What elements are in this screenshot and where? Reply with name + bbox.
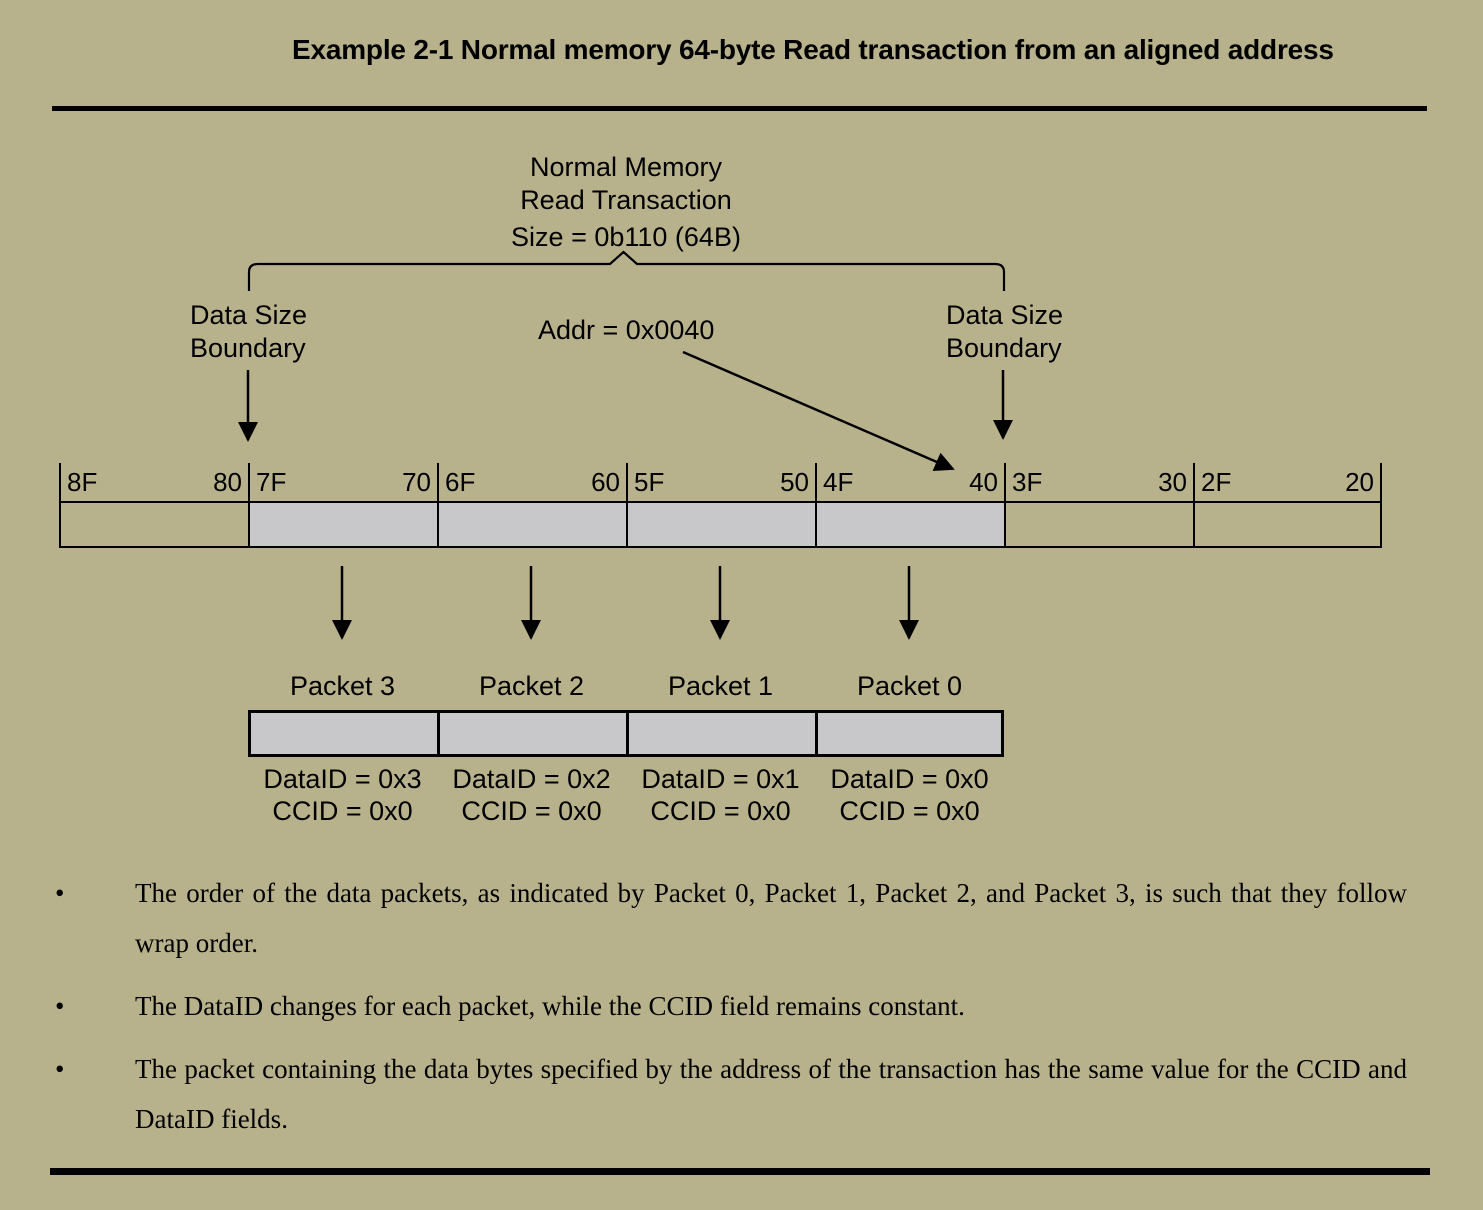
bullet-item: • The DataID changes for each packet, wh… xyxy=(55,981,1415,1031)
segment-left-label: 4F xyxy=(823,466,854,497)
packet-id-label: DataID = 0x2 CCID = 0x0 xyxy=(437,763,626,827)
bullet-item: • The packet containing the data bytes s… xyxy=(55,1044,1415,1144)
packet-label: Packet 1 xyxy=(667,671,774,701)
transaction-label-line2: Read Transaction xyxy=(520,185,732,215)
dsb-left-line2: Boundary xyxy=(190,333,306,363)
memory-cell xyxy=(59,503,248,546)
addr-arrow-icon xyxy=(682,350,955,472)
top-rule xyxy=(52,106,1427,111)
transaction-label: Normal Memory Read Transaction xyxy=(456,151,796,217)
segment-left-label: 5F xyxy=(634,466,665,497)
bullet-text: The DataID changes for each packet, whil… xyxy=(135,991,965,1021)
data-size-boundary-label-left: Data Size Boundary xyxy=(190,299,307,365)
bullet-dot: • xyxy=(55,991,65,1021)
packet-label: Packet 3 xyxy=(289,671,396,701)
segment-right-label: 60 xyxy=(591,466,620,497)
packet-id-label: DataID = 0x0 CCID = 0x0 xyxy=(815,763,1004,827)
segment-left-label: 8F xyxy=(67,466,98,497)
memory-bar-label-row: 8F 80 7F 70 6F 60 5F 50 4F 40 3F 30 xyxy=(59,463,1382,501)
packet-cell xyxy=(626,713,815,754)
size-label: Size = 0b110 (64B) xyxy=(511,222,741,252)
memory-bar-segment: 2F 20 xyxy=(1193,463,1382,501)
segment-right-label: 40 xyxy=(969,466,998,497)
packet-label: Packet 0 xyxy=(856,671,963,701)
dsb-left-line1: Data Size xyxy=(190,300,308,330)
packet-dataid-label: DataID = 0x0 xyxy=(830,764,989,794)
packet-dataid-label: DataID = 0x2 xyxy=(452,764,611,794)
memory-cell xyxy=(626,503,815,546)
memory-bar-segment: 6F 60 xyxy=(437,463,626,501)
segment-left-label: 7F xyxy=(256,466,287,497)
bullet-item: • The order of the data packets, as indi… xyxy=(55,868,1415,968)
bullet-dot: • xyxy=(55,1054,65,1084)
packet-cell xyxy=(248,713,437,754)
packet-dataid-label: DataID = 0x1 xyxy=(641,764,800,794)
memory-bar-segment: 5F 50 xyxy=(626,463,815,501)
memory-bar: 8F 80 7F 70 6F 60 5F 50 4F 40 3F 30 xyxy=(59,463,1382,548)
packet-box-row xyxy=(248,710,1004,757)
packet-label: Packet 2 xyxy=(478,671,585,701)
packet-cell xyxy=(437,713,626,754)
addr-label: Addr = 0x0040 xyxy=(538,315,715,345)
packet-ccid-label: CCID = 0x0 xyxy=(461,796,602,826)
packet-id-label: DataID = 0x1 CCID = 0x0 xyxy=(626,763,815,827)
packet-ccid-label: CCID = 0x0 xyxy=(650,796,791,826)
segment-right-label: 80 xyxy=(213,466,242,497)
packet-ccid-label: CCID = 0x0 xyxy=(272,796,413,826)
bullet-text: The packet containing the data bytes spe… xyxy=(135,1054,1407,1134)
segment-right-label: 30 xyxy=(1158,466,1187,497)
segment-right-label: 50 xyxy=(780,466,809,497)
packet-label-row: Packet 3 Packet 2 Packet 1 Packet 0 xyxy=(248,671,1004,702)
memory-cell xyxy=(815,503,1004,546)
packet-id-label: DataID = 0x3 CCID = 0x0 xyxy=(248,763,437,827)
bottom-rule xyxy=(50,1168,1430,1175)
memory-bar-segment: 7F 70 xyxy=(248,463,437,501)
memory-cell xyxy=(248,503,437,546)
segment-left-label: 3F xyxy=(1012,466,1043,497)
packet-id-row: DataID = 0x3 CCID = 0x0 DataID = 0x2 CCI… xyxy=(248,763,1004,827)
memory-cell xyxy=(1004,503,1193,546)
packet-dataid-label: DataID = 0x3 xyxy=(263,764,422,794)
packet-ccid-label: CCID = 0x0 xyxy=(839,796,980,826)
memory-bar-cell-row xyxy=(59,501,1382,548)
size-brace-icon xyxy=(247,250,1006,291)
memory-bar-segment: 4F 40 xyxy=(815,463,1004,501)
memory-bar-segment: 3F 30 xyxy=(1004,463,1193,501)
bullet-dot: • xyxy=(55,878,65,908)
packet-cell xyxy=(815,713,1004,754)
data-size-boundary-label-right: Data Size Boundary xyxy=(946,299,1063,365)
segment-right-label: 20 xyxy=(1345,466,1374,497)
memory-cell xyxy=(1193,503,1382,546)
segment-right-label: 70 xyxy=(402,466,431,497)
memory-cell xyxy=(437,503,626,546)
dsb-right-line1: Data Size xyxy=(946,300,1064,330)
segment-left-label: 2F xyxy=(1201,466,1232,497)
figure-title: Example 2-1 Normal memory 64-byte Read t… xyxy=(292,34,1334,65)
segment-left-label: 6F xyxy=(445,466,476,497)
transaction-label-line1: Normal Memory xyxy=(529,152,723,182)
memory-bar-segment: 8F 80 xyxy=(59,463,248,501)
bullet-text: The order of the data packets, as indica… xyxy=(135,878,1407,958)
dsb-right-line2: Boundary xyxy=(946,333,1062,363)
